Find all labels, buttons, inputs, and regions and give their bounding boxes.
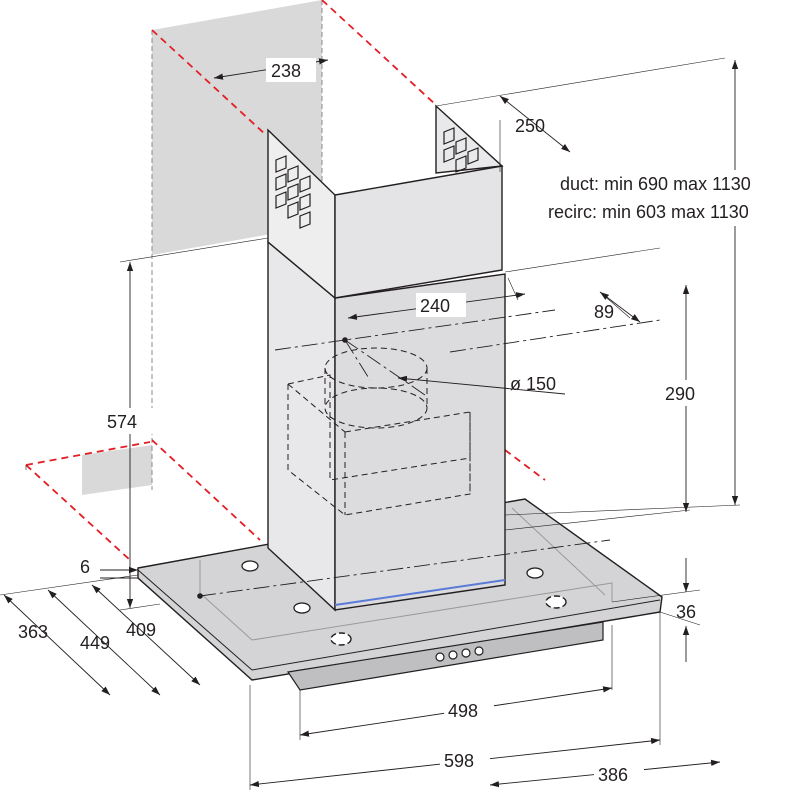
dimension-labels: 238 250 duct: min 690 max 1130 recirc: m… xyxy=(18,58,796,788)
light-icon xyxy=(526,567,544,579)
recirc-height-label: recirc: min 603 max 1130 xyxy=(548,202,749,222)
dim-240-label: 240 xyxy=(420,296,450,316)
light-icon xyxy=(241,560,259,572)
dim-6-label: 6 xyxy=(80,557,90,577)
duct-height-label: duct: min 690 max 1130 xyxy=(560,174,751,194)
chimney-lower xyxy=(267,240,506,612)
dim-290-label: 290 xyxy=(665,384,695,404)
light-icon xyxy=(330,632,352,646)
dim-363-label: 363 xyxy=(18,622,48,642)
wall-guide-lines xyxy=(25,0,546,561)
dim-36-label: 36 xyxy=(676,602,696,622)
vent-grille-icon xyxy=(443,127,479,173)
dim-250-label: 250 xyxy=(515,116,545,136)
extension-lines xyxy=(0,57,741,790)
dim-89-label: 89 xyxy=(594,302,614,322)
center-lines xyxy=(197,309,661,599)
dim-449-label: 449 xyxy=(80,633,110,653)
vent-grille-icon xyxy=(275,155,311,229)
hidden-motor-outline xyxy=(287,347,471,516)
dim-386-label: 386 xyxy=(598,765,628,785)
dim-238-label: 238 xyxy=(271,61,301,81)
chimney-upper xyxy=(267,104,504,300)
dim-574-label: 574 xyxy=(107,412,137,432)
light-icon xyxy=(293,602,311,614)
dim-498-label: 498 xyxy=(448,701,478,721)
light-icon xyxy=(545,595,567,609)
dim-150-diameter-label: ø 150 xyxy=(510,374,556,394)
dim-598-label: 598 xyxy=(444,751,474,771)
control-panel-buttons xyxy=(435,646,484,662)
dim-409-label: 409 xyxy=(126,620,156,640)
